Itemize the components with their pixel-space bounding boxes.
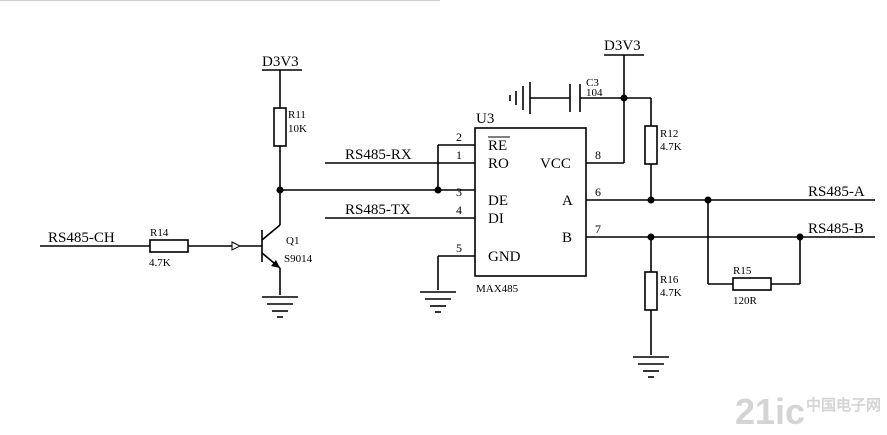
- pin-name-b: B: [562, 230, 572, 246]
- pin-name-gnd: GND: [488, 249, 521, 265]
- chip-ref: U3: [476, 111, 494, 127]
- pin-num-2: 2: [456, 130, 462, 144]
- watermark-logo: 21ic 中国电子网: [735, 391, 881, 432]
- r12-value: 4.7K: [660, 141, 682, 153]
- r16-value: 4.7K: [660, 287, 682, 299]
- q1-ref: Q1: [286, 235, 299, 247]
- r14-ref: R14: [150, 227, 169, 239]
- pin-name-de: DE: [488, 193, 508, 209]
- r11-ref: R11: [288, 109, 306, 121]
- r12-ref: R12: [660, 128, 678, 140]
- ground-symbol-c3: [509, 82, 531, 114]
- pin-num-5: 5: [456, 241, 462, 255]
- pin-name-di: DI: [488, 211, 504, 227]
- resistor-r16: R16 4.7K: [644, 271, 682, 311]
- pin-num-4: 4: [456, 203, 462, 217]
- ground-symbol-q1: [262, 296, 298, 318]
- power-label-right: D3V3: [604, 38, 641, 54]
- transistor-q1: Q1 S9014: [261, 224, 313, 295]
- resistor-r12: R12 4.7K: [644, 125, 682, 165]
- pin-num-3: 3: [456, 185, 462, 199]
- pin-num-1: 1: [456, 148, 462, 162]
- power-symbol-right: D3V3: [604, 38, 644, 163]
- pin-name-vcc: VCC: [540, 156, 571, 172]
- base-arrow-icon: [231, 241, 242, 251]
- net-label-tx: RS485-TX: [345, 202, 411, 218]
- chip-max485: U3 MAX485 2 RE 1 RO 3 DE 4 DI 5 GND 8 VC…: [456, 111, 601, 295]
- pin-num-7: 7: [595, 222, 601, 236]
- net-label-a: RS485-A: [808, 184, 865, 200]
- net-label-rx: RS485-RX: [345, 147, 412, 163]
- resistor-r14: R14 4.7K: [149, 227, 189, 269]
- c3-ref: C3: [586, 77, 599, 89]
- resistor-r15: R15 120R: [732, 265, 772, 307]
- c3-value: 104: [586, 87, 603, 99]
- power-label-left: D3V3: [262, 54, 299, 70]
- net-label-b: RS485-B: [808, 221, 864, 237]
- junction-a-r12: [647, 196, 655, 204]
- resistor-r11: R11 10K: [273, 107, 307, 190]
- pin-name-re: RE: [488, 138, 507, 154]
- pin-name-ro: RO: [488, 156, 509, 172]
- r15-value: 120R: [733, 295, 758, 307]
- q1-value: S9014: [284, 253, 313, 265]
- r14-value: 4.7K: [149, 257, 171, 269]
- chip-part: MAX485: [476, 283, 519, 295]
- net-label-ch: RS485-CH: [48, 230, 115, 246]
- watermark-subtext: 中国电子网: [806, 396, 881, 414]
- r11-value: 10K: [288, 123, 307, 135]
- r16-ref: R16: [660, 274, 679, 286]
- pin-name-a: A: [562, 193, 573, 209]
- ground-symbol-chip: [420, 291, 456, 313]
- r15-ref: R15: [733, 265, 752, 277]
- watermark-text: 21ic: [735, 391, 805, 432]
- top-border-line: [0, 0, 440, 1]
- power-symbol-left: D3V3: [262, 54, 302, 108]
- pin-num-8: 8: [595, 148, 601, 162]
- pin-num-6: 6: [595, 185, 601, 199]
- junction-re-de: [434, 186, 442, 194]
- ground-symbol-r16: [633, 356, 669, 378]
- capacitor-c3: C3 104: [530, 77, 603, 112]
